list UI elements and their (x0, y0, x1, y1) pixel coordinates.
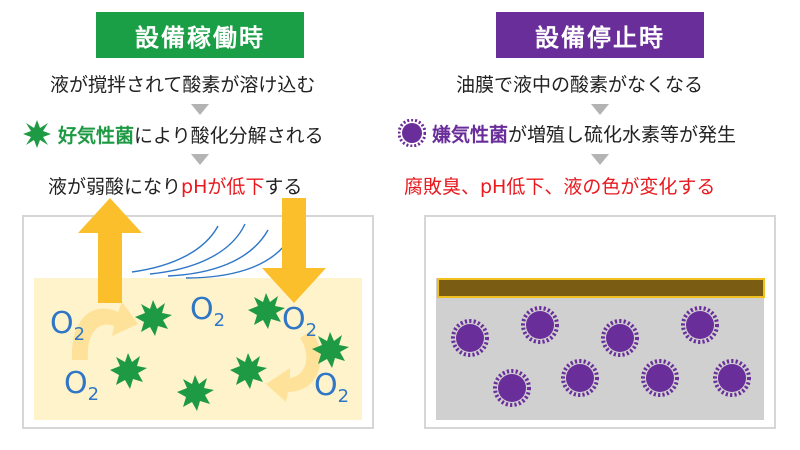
anaerobic-bacteria-cluster (451, 306, 751, 407)
down-arrow (262, 198, 326, 303)
left-title: 設備稼働時 (96, 12, 304, 58)
right-down-triangle-1 (591, 104, 609, 115)
left-down-triangle-1 (191, 104, 209, 115)
ph-drop-label: pHが低下 (181, 176, 265, 198)
o2-label-5: O2 (314, 368, 350, 407)
right-step-2: 嫌気性菌 が増殖し硫化水素等が発生 (398, 119, 736, 147)
o2-label-4: O2 (64, 366, 100, 405)
stagnant-liquid (436, 278, 764, 420)
anaerobic-label: 嫌気性菌 (432, 123, 509, 146)
o2-label-3: O2 (282, 302, 318, 341)
left-down-triangle-2 (191, 154, 209, 165)
right-step-2-text: が増殖し硫化水素等が発生 (508, 123, 737, 146)
left-tank-graphics (71, 198, 349, 411)
circulation-arrow-right (266, 330, 321, 402)
right-step-3: 腐敗臭、pH低下、液の色が変化する (404, 176, 716, 198)
left-step-3: 液が弱酸になり pHが低下 する (48, 172, 302, 199)
left-step-2-text: により酸化分解される (134, 124, 324, 147)
oil-film (437, 278, 765, 298)
o2-label-2: O2 (190, 292, 226, 331)
aerobic-label: 好気性菌 (58, 124, 135, 147)
up-arrow (78, 198, 142, 303)
right-down-triangle-2 (591, 154, 609, 165)
right-title: 設備停止時 (496, 12, 704, 58)
left-step-3-prefix: 液が弱酸になり (48, 176, 182, 198)
aerobic-bacteria-icon (23, 120, 51, 148)
o2-label-1: O2 (50, 306, 86, 345)
circulation-arrow-left (71, 302, 138, 360)
anaerobic-bacteria-icon (398, 119, 426, 147)
right-step-1: 油膜で液中の酸素がなくなる (456, 74, 704, 96)
aerobic-bacteria-cluster (110, 293, 349, 411)
left-step-2: 好気性菌 により酸化分解される (22, 119, 324, 149)
left-step-3-suffix: する (264, 176, 303, 198)
left-step-1: 液が撹拌されて酸素が溶け込む (50, 74, 316, 96)
